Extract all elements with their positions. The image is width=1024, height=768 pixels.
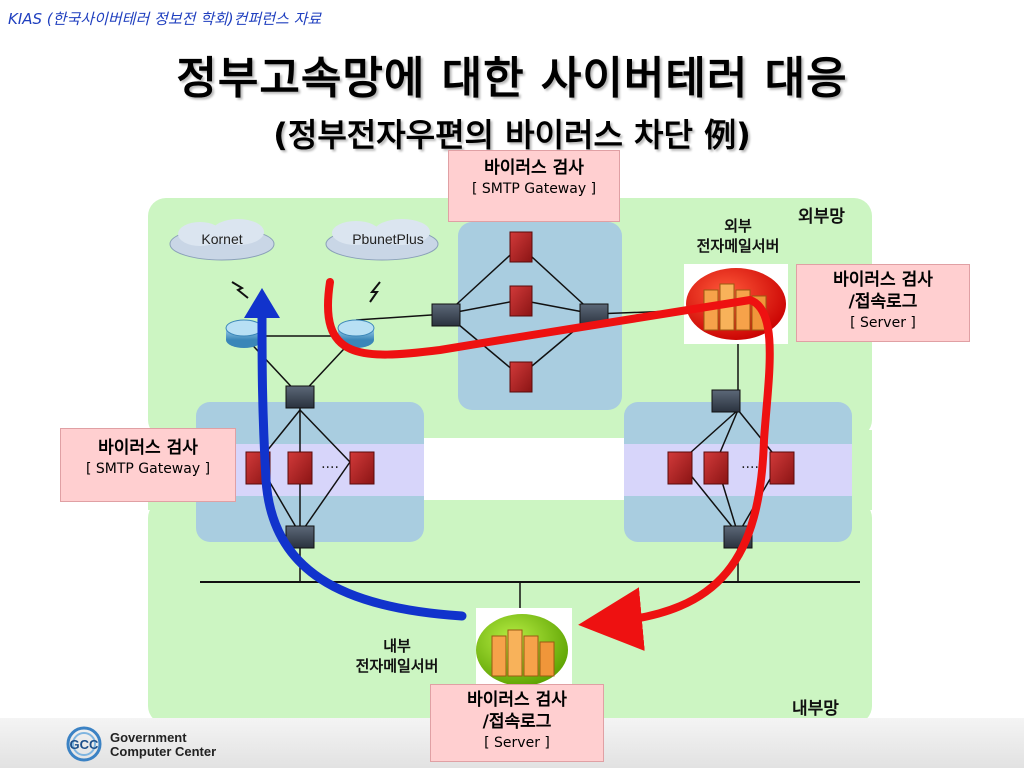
lightning-icon-right [369, 281, 381, 303]
switch-icon-external-left [431, 303, 461, 327]
pbunet-label: PbunetPlus [352, 231, 424, 247]
callout-bottom-server-detail: [ Server ] [484, 735, 550, 751]
gcc-org-line1: Government [110, 730, 187, 745]
gcc-logo-icon: GCC [66, 726, 102, 762]
firewall-icon-left-2 [287, 451, 313, 485]
firewall-icon-top-2 [509, 285, 533, 317]
kornet-label: Kornet [201, 231, 242, 247]
callout-top-gateway-title: 바이러스 검사 [484, 158, 584, 178]
internal-mail-server-label: 내부 전자메일서버 [330, 636, 464, 676]
internal-server-label-line2: 전자메일서버 [355, 657, 439, 675]
gcc-organization-name: Government Computer Center [110, 731, 216, 759]
internal-mail-server-icon [476, 608, 572, 688]
callout-right-server: 바이러스 검사 /접속로그 [ Server ] [796, 264, 970, 342]
callout-right-server-detail: [ Server ] [850, 315, 916, 331]
slide-title: 정부고속망에 대한 사이버테러 대응 [176, 53, 848, 104]
callout-bottom-server-title: 바이러스 검사 [467, 690, 567, 710]
callout-top-gateway: 바이러스 검사 [ SMTP Gateway ] [448, 150, 620, 222]
internal-zone-label: 내부망 [792, 699, 839, 719]
callout-right-server-title: 바이러스 검사 [833, 270, 933, 290]
callout-left-gateway-title: 바이러스 검사 [98, 438, 198, 458]
gateway-subnet-top [458, 222, 622, 410]
inbound-mail-flow-arrow [324, 278, 774, 651]
gcc-logo-letters: GCC [70, 737, 100, 752]
outbound-mail-flow-arrow [257, 313, 467, 621]
callout-bottom-server: 바이러스 검사 /접속로그 [ Server ] [430, 684, 604, 762]
callout-top-gateway-detail: [ SMTP Gateway ] [471, 181, 597, 197]
pbunet-cloud-icon [325, 219, 439, 261]
firewall-icon-right-3 [769, 451, 795, 485]
external-zone-label: 외부망 [798, 207, 845, 227]
external-mail-server-label: 외부 전자메일서버 [680, 216, 796, 256]
firewall-icon-top-1 [509, 231, 533, 263]
callout-left-gateway-detail: [ SMTP Gateway ] [85, 461, 211, 477]
firewall-ellipsis-left: ···· [321, 460, 339, 476]
conference-source-note: KIAS (한국사이버테러 정보전 학회)컨퍼런스 자료 [8, 10, 322, 28]
firewall-ellipsis-right: ···· [741, 460, 759, 476]
firewall-icon-left-3 [349, 451, 375, 485]
firewall-icon-right-1 [667, 451, 693, 485]
external-server-label-line2: 전자메일서버 [696, 237, 780, 255]
callout-right-server-log: /접속로그 [848, 292, 918, 312]
external-server-label-line1: 외부 [724, 217, 752, 235]
switch-icon-left-top [285, 385, 315, 409]
firewall-icon-top-3 [509, 361, 533, 393]
router-icon-left [225, 319, 263, 348]
lightning-icon-left [231, 281, 249, 299]
outbound-mail-flow-arrowhead [244, 288, 280, 318]
firewall-icon-right-2 [703, 451, 729, 485]
lavender-band-right [624, 444, 852, 496]
gcc-org-line2: Computer Center [110, 744, 217, 759]
callout-left-gateway: 바이러스 검사 [ SMTP Gateway ] [60, 428, 236, 502]
switch-icon-right-top [711, 389, 741, 413]
internal-server-label-line1: 내부 [383, 637, 411, 655]
kornet-cloud-icon [169, 219, 275, 261]
callout-bottom-server-log: /접속로그 [482, 712, 552, 732]
slide-subtitle: (정부전자우편의 바이러스 차단 例) [273, 116, 751, 154]
